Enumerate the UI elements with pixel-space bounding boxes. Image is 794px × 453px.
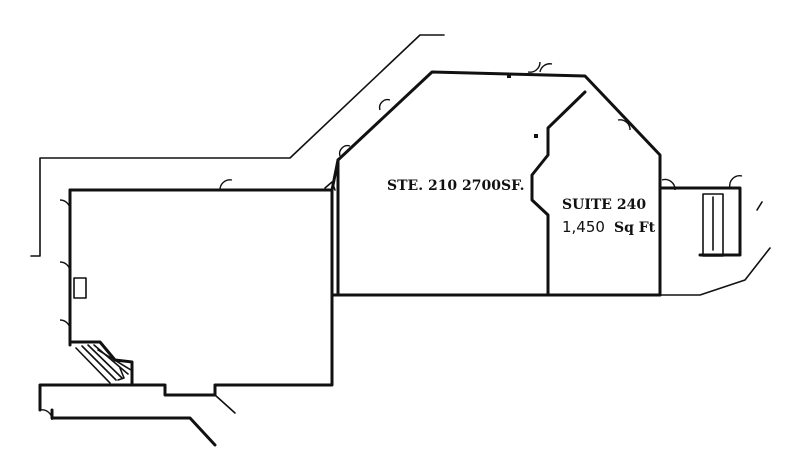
suite-210-label: STE. 210 2700SF. bbox=[387, 178, 525, 194]
outer-perimeter bbox=[30, 34, 445, 257]
suite-240-area-number: 1,450 bbox=[562, 218, 605, 236]
suite-240-walls bbox=[530, 90, 587, 297]
east-annex-walls bbox=[658, 186, 771, 296]
stair bbox=[70, 340, 134, 385]
door-swings bbox=[39, 61, 743, 421]
suite-240-name: SUITE 240 bbox=[562, 197, 646, 213]
fixtures bbox=[73, 74, 763, 381]
suite-240-area-unit: Sq Ft bbox=[614, 220, 656, 236]
west-suite-walls bbox=[38, 188, 334, 447]
suite-240-area: 1,450 Sq Ft bbox=[562, 218, 656, 236]
